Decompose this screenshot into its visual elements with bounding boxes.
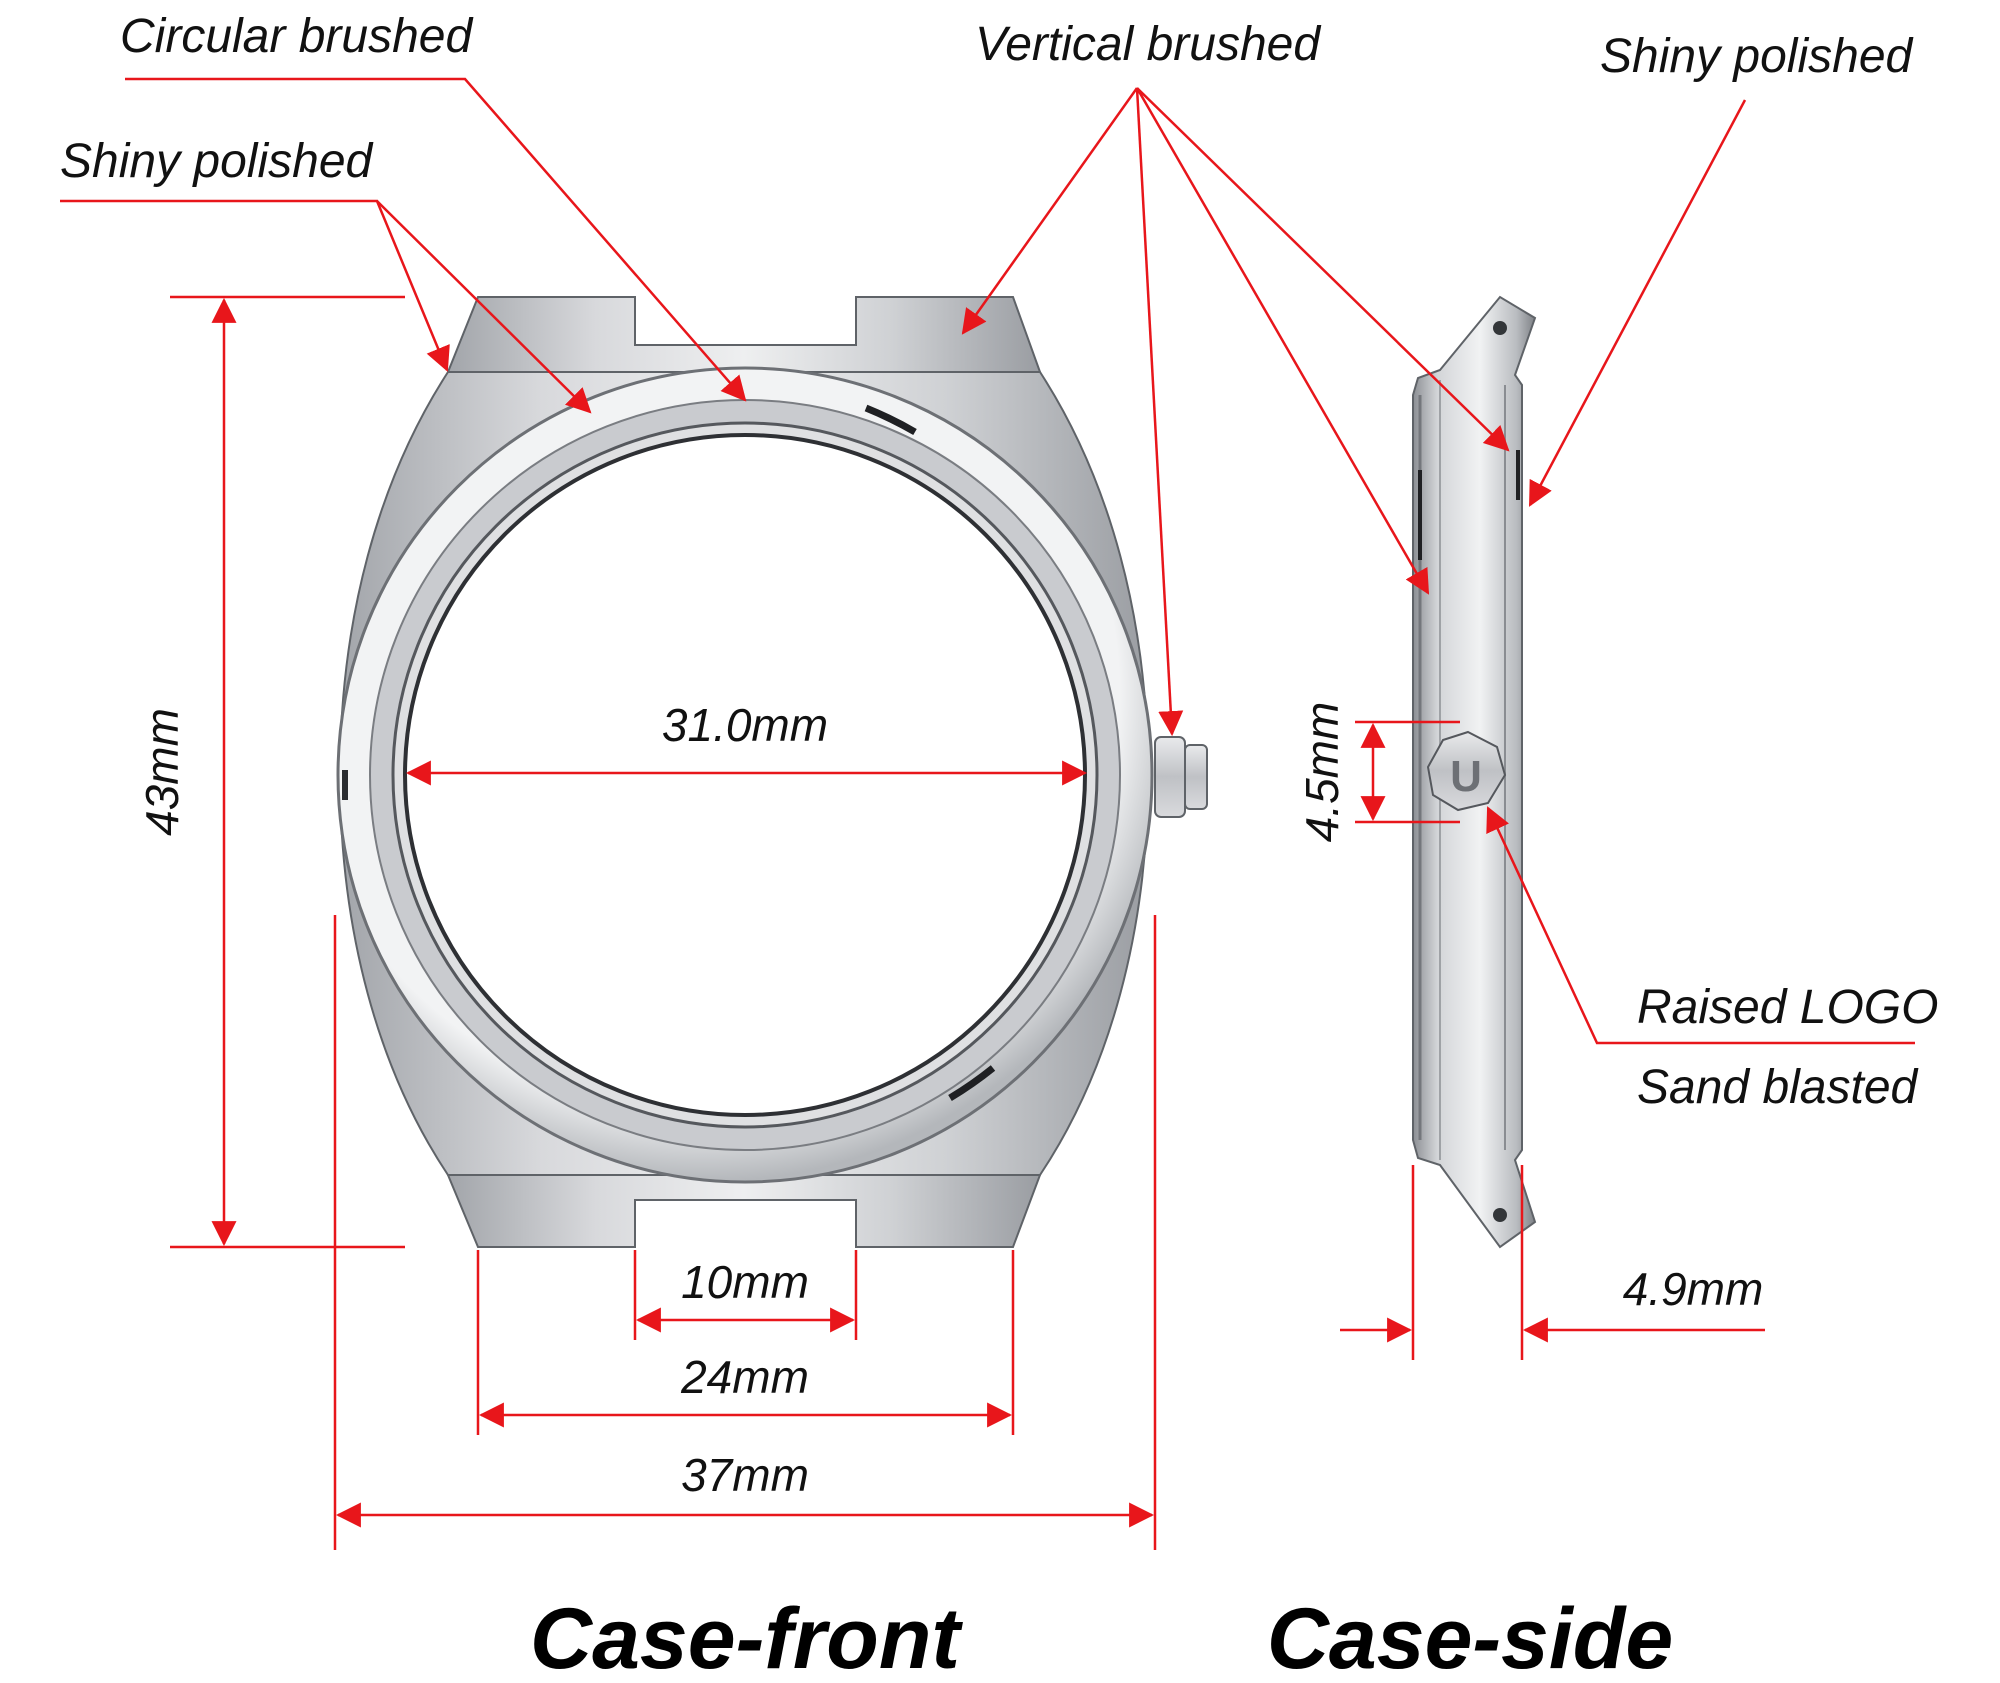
dim-case-width: 37mm — [681, 1449, 809, 1501]
title-case-front: Case-front — [530, 1591, 963, 1683]
label-vertical-brushed: Vertical brushed — [975, 18, 1321, 71]
dim-height: 43mm — [136, 708, 188, 836]
case-side-drawing: U — [1412, 295, 1537, 1249]
label-shiny-polished-left: Shiny polished — [60, 135, 374, 188]
logo-crown: U — [1426, 730, 1507, 812]
label-sand-blasted: Sand blasted — [1637, 1061, 1919, 1114]
label-raised-logo: Raised LOGO — [1637, 981, 1938, 1034]
dim-lug-outer: 24mm — [680, 1351, 809, 1403]
leader-lines — [60, 77, 1915, 1045]
logo-letter: U — [1450, 752, 1482, 801]
dial-opening — [403, 433, 1087, 1117]
dim-lug-inner: 10mm — [681, 1256, 809, 1308]
label-circular-brushed: Circular brushed — [120, 10, 473, 63]
label-shiny-polished-right: Shiny polished — [1600, 30, 1914, 83]
dim-crown-height: 4.5mm — [1296, 702, 1348, 843]
dim-case-thickness: 4.9mm — [1623, 1263, 1764, 1315]
bottom-lugs — [446, 1174, 1042, 1248]
title-case-side: Case-side — [1267, 1591, 1673, 1683]
dim-dial-opening: 31.0mm — [662, 699, 828, 751]
crown — [1154, 736, 1208, 818]
dimension-lines — [170, 295, 1765, 1550]
